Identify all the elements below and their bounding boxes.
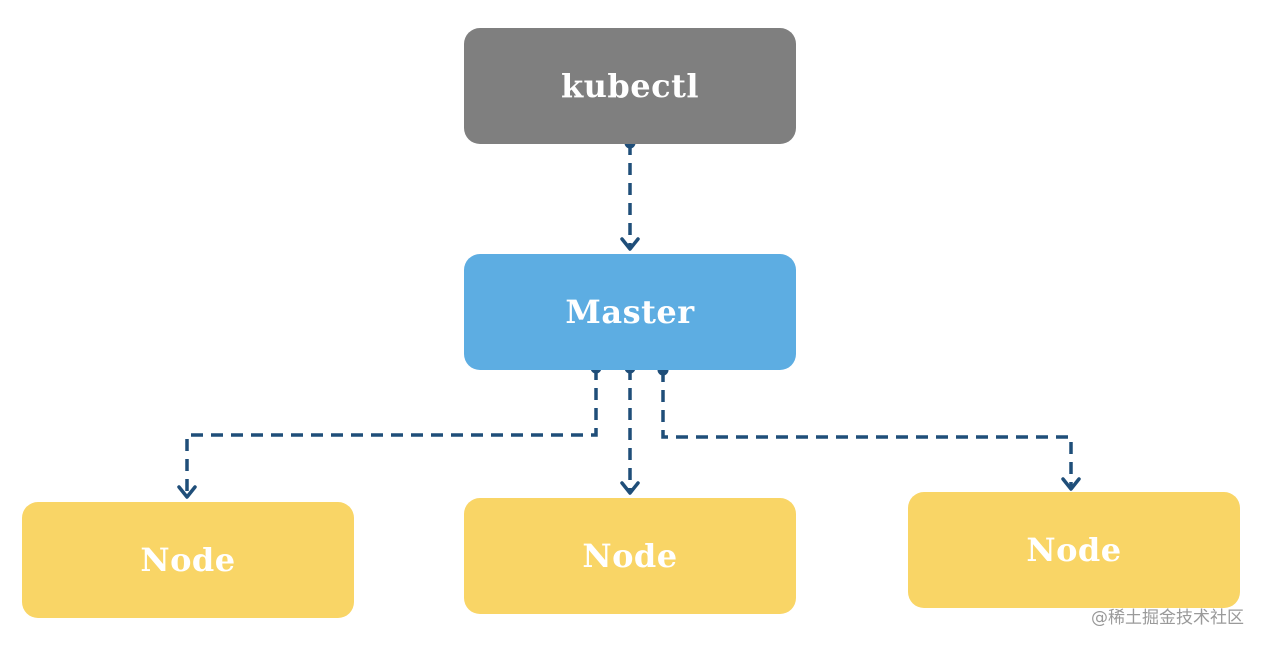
node-label: Node [1026,531,1122,569]
edge-master-to-node-3 [661,370,1073,486]
node-box-3: Node [908,492,1240,608]
kubectl-box: kubectl [464,28,796,144]
arrowhead-icon [177,485,197,499]
arrowhead-icon [620,481,640,495]
kubectl-label: kubectl [560,67,700,105]
arrowhead-icon [1061,477,1081,491]
master-box: Master [464,254,796,370]
node-label: Node [582,537,678,575]
edge-master-to-node-1 [185,368,598,494]
watermark-text: @稀土掘金技术社区 [1091,608,1244,628]
node-box-2: Node [464,498,796,614]
master-label: Master [565,293,695,331]
arrowhead-icon [620,237,640,251]
node-box-1: Node [22,502,354,618]
node-label: Node [140,541,236,579]
